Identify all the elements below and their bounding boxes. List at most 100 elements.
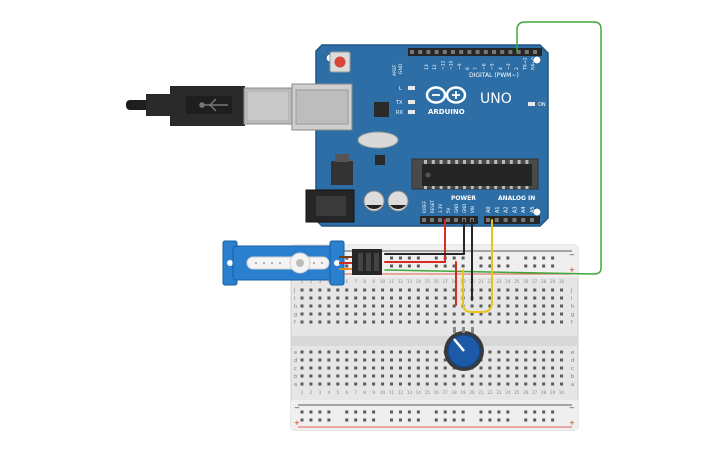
rail-hole bbox=[309, 410, 313, 414]
breadboard-hole bbox=[345, 350, 349, 354]
column-number: 11 bbox=[389, 390, 395, 395]
header-pin[interactable] bbox=[467, 50, 472, 54]
breadboard-hole bbox=[524, 374, 528, 378]
analog-pin[interactable] bbox=[494, 218, 499, 222]
breadboard-hole bbox=[443, 374, 447, 378]
power-pin[interactable] bbox=[446, 218, 450, 222]
servo-horn[interactable] bbox=[246, 256, 330, 270]
breadboard-hole bbox=[309, 320, 313, 324]
rail-hole bbox=[506, 410, 510, 414]
rail-hole bbox=[354, 418, 358, 422]
rail-hole bbox=[398, 264, 402, 268]
header-pin[interactable] bbox=[508, 50, 513, 54]
analog-pin-label: A0 bbox=[486, 206, 492, 213]
column-number: 21 bbox=[478, 279, 484, 284]
header-pin[interactable] bbox=[524, 50, 529, 54]
breadboard-hole bbox=[354, 350, 358, 354]
breadboard-hole bbox=[318, 374, 322, 378]
breadboard-hole bbox=[300, 374, 304, 378]
breadboard-hole bbox=[398, 366, 402, 370]
rail-hole bbox=[497, 256, 501, 260]
potentiometer-icon[interactable] bbox=[444, 327, 484, 371]
breadboard-hole bbox=[515, 304, 519, 308]
breadboard-hole bbox=[488, 374, 492, 378]
header-pin[interactable] bbox=[442, 50, 447, 54]
chip-pin bbox=[424, 160, 427, 164]
power-header-label: POWER bbox=[451, 195, 476, 202]
breadboard-hole bbox=[533, 304, 537, 308]
row-letter: f bbox=[294, 320, 296, 326]
power-pin-label: 3.3V bbox=[438, 204, 443, 213]
breadboard-hole bbox=[551, 358, 555, 362]
power-pin[interactable] bbox=[430, 218, 434, 222]
breadboard-hole bbox=[407, 304, 411, 308]
breadboard-hole bbox=[309, 288, 313, 292]
power-pin[interactable] bbox=[454, 218, 458, 222]
power-pin[interactable] bbox=[438, 218, 442, 222]
header-pin[interactable] bbox=[451, 50, 455, 54]
breadboard-hole bbox=[551, 350, 555, 354]
digital-pin-label: ~5 bbox=[490, 63, 496, 70]
column-number: 17 bbox=[443, 390, 449, 395]
breadboard-hole bbox=[354, 320, 358, 324]
breadboard-hole bbox=[470, 304, 474, 308]
breadboard-hole bbox=[372, 304, 376, 308]
breadboard-hole bbox=[363, 320, 367, 324]
breadboard-hole bbox=[551, 374, 555, 378]
breadboard-hole bbox=[363, 296, 367, 300]
header-pin[interactable] bbox=[426, 50, 431, 54]
power-pin[interactable] bbox=[422, 218, 426, 222]
analog-pin[interactable] bbox=[521, 218, 526, 222]
column-number: 24 bbox=[505, 279, 511, 284]
breadboard-hole bbox=[309, 374, 313, 378]
chip-pin bbox=[486, 160, 490, 164]
analog-pin[interactable] bbox=[512, 218, 517, 222]
column-number: 13 bbox=[407, 279, 413, 284]
analog-pin[interactable] bbox=[503, 218, 508, 222]
analog-pin[interactable] bbox=[486, 218, 490, 222]
breadboard-hole bbox=[452, 374, 456, 378]
breadboard-hole bbox=[443, 312, 447, 316]
column-number: 22 bbox=[487, 279, 493, 284]
rail-hole bbox=[327, 418, 331, 422]
header-pin[interactable] bbox=[500, 50, 505, 54]
breadboard-hole bbox=[407, 350, 411, 354]
header-pin[interactable] bbox=[459, 50, 464, 54]
led-l bbox=[408, 86, 415, 90]
breadboard-hole bbox=[425, 320, 429, 324]
breadboard-hole bbox=[363, 366, 367, 370]
row-letter: c bbox=[294, 366, 297, 372]
column-number: 6 bbox=[345, 279, 348, 284]
analog-pin-label: A2 bbox=[504, 206, 510, 213]
header-pin[interactable] bbox=[516, 50, 521, 54]
reset-button-cap[interactable] bbox=[334, 56, 346, 68]
breadboard-hole bbox=[560, 366, 564, 370]
analog-pin[interactable] bbox=[530, 218, 534, 222]
rail-hole bbox=[488, 256, 492, 260]
header-pin[interactable] bbox=[475, 50, 480, 54]
breadboard-hole bbox=[381, 312, 385, 316]
breadboard-hole bbox=[551, 382, 555, 386]
column-number: 28 bbox=[541, 279, 547, 284]
breadboard-hole bbox=[443, 288, 447, 292]
breadboard-hole bbox=[381, 366, 385, 370]
header-pin[interactable] bbox=[492, 50, 496, 54]
chip-pin bbox=[517, 160, 521, 164]
header-pin[interactable] bbox=[533, 50, 537, 54]
breadboard-hole bbox=[381, 296, 385, 300]
column-number: 29 bbox=[550, 279, 556, 284]
header-pin[interactable] bbox=[483, 50, 488, 54]
header-pin[interactable] bbox=[418, 50, 423, 54]
rail-hole bbox=[506, 264, 510, 268]
breadboard-hole bbox=[515, 320, 519, 324]
column-number: 6 bbox=[345, 390, 348, 395]
rail-hole bbox=[363, 410, 367, 414]
header-pin[interactable] bbox=[434, 50, 439, 54]
breadboard-hole bbox=[336, 320, 340, 324]
column-number: 4 bbox=[328, 279, 331, 284]
rail-hole bbox=[416, 256, 420, 260]
breadboard-hole bbox=[524, 304, 528, 308]
rail-hole bbox=[434, 410, 438, 414]
header-pin[interactable] bbox=[410, 50, 414, 54]
